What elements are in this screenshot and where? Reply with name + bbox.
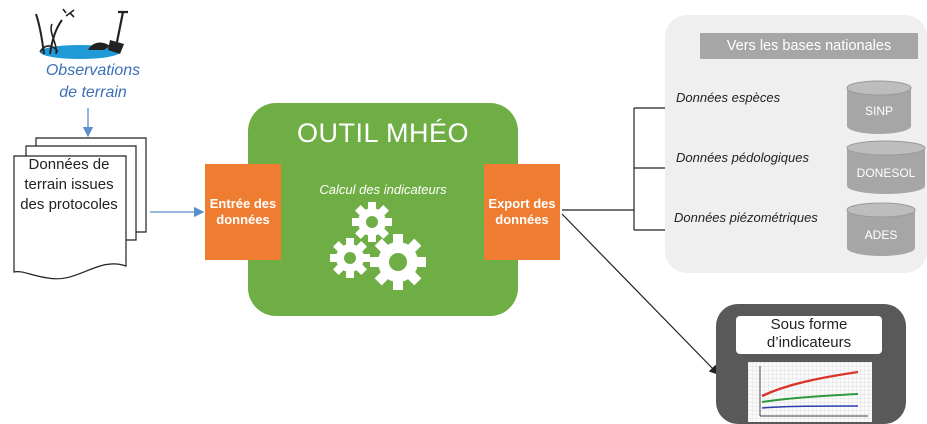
observations-label: Observations de terrain [18, 60, 168, 104]
flow-label-piezometry: Données piézométriques [674, 210, 818, 225]
db-label-ades: ADES [864, 228, 898, 242]
tool-title: OUTIL MHÉO [296, 118, 469, 148]
export-data-box: Export des données [484, 164, 560, 260]
db-label-sinp: SINP [864, 104, 893, 118]
database-icon-donesol [846, 140, 926, 194]
gears-icon [330, 202, 426, 290]
observations-line1: Observations [45, 62, 141, 79]
input-data-box: Entrée des données [205, 164, 281, 260]
db-label-donesol: DONESOL [856, 166, 916, 180]
database-icon-sinp [846, 80, 912, 134]
tool-subtitle: Calcul des indicateurs [319, 182, 447, 197]
flow-label-pedology: Données pédologiques [676, 150, 809, 165]
national-title: Vers les bases nationales [700, 33, 918, 59]
document-stack-icon [13, 137, 147, 280]
export-data-label: Export des données [488, 196, 556, 227]
indicator-chart-thumbnail [748, 362, 872, 422]
arrow-to-indicators [561, 213, 719, 375]
documents-text: Données de terrain issues des protocoles [20, 156, 118, 213]
wetland-illustration [35, 8, 128, 59]
observations-line2: de terrain [59, 84, 127, 101]
input-data-label: Entrée des données [209, 196, 277, 227]
database-icon-ades [846, 202, 916, 256]
flow-label-species: Données espèces [676, 90, 781, 105]
indicators-title: Sous forme d’indicateurs [736, 316, 882, 354]
